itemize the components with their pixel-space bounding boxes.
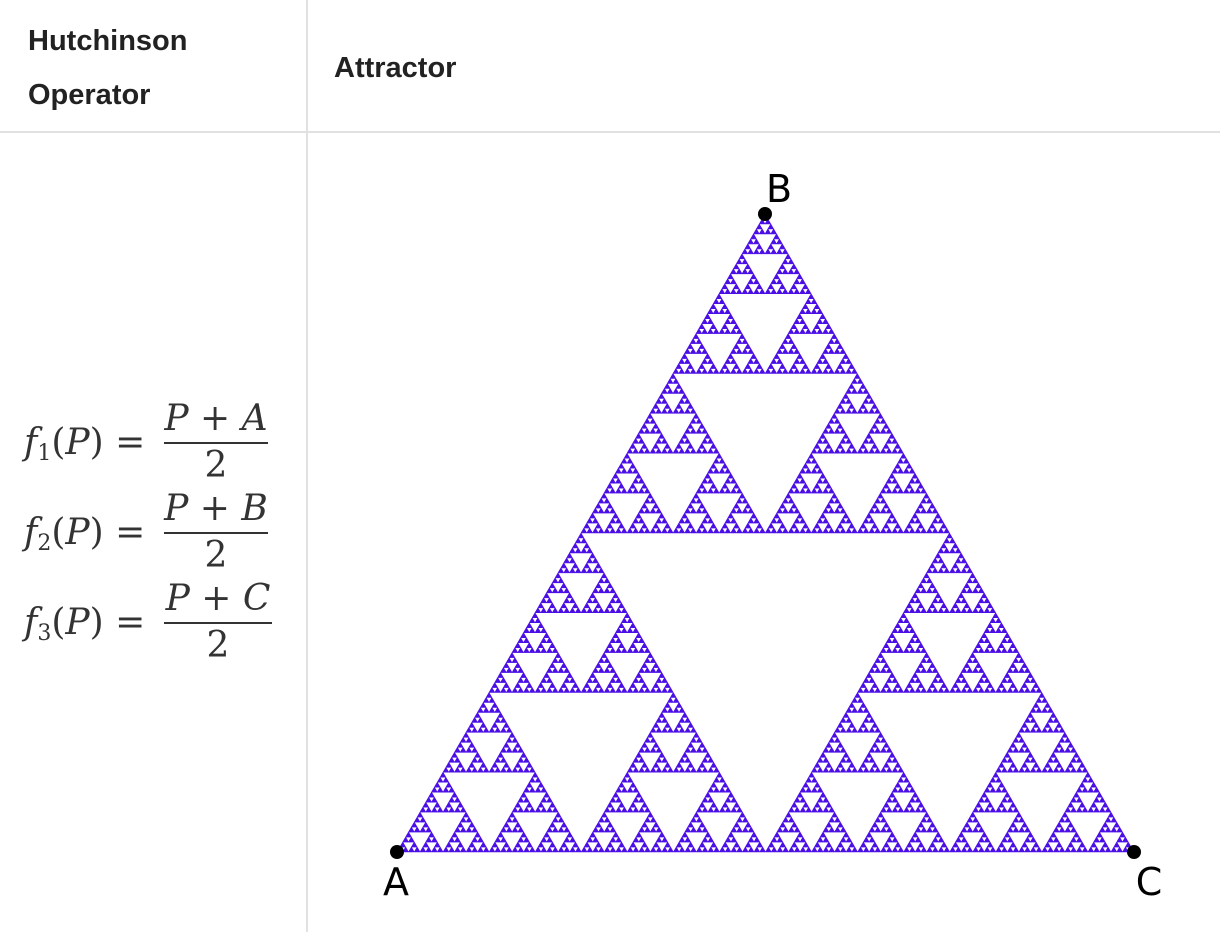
num-operator: + xyxy=(200,398,231,439)
func-subscript: 3 xyxy=(37,621,52,646)
fraction-bar xyxy=(164,622,272,624)
denominator: 2 xyxy=(206,625,230,666)
vertex-label-a: A xyxy=(383,860,409,904)
header-attractor: Attractor xyxy=(334,52,457,84)
vertex-point-b xyxy=(758,207,772,221)
func-subscript: 2 xyxy=(37,531,52,556)
num-right: B xyxy=(241,488,268,529)
num-right: C xyxy=(242,578,271,619)
func-name: f xyxy=(24,602,38,643)
numerator: P + B xyxy=(164,488,268,530)
column-divider xyxy=(306,0,308,932)
vertex-point-c xyxy=(1127,845,1141,859)
header-hutchinson-operator: Hutchinson Operator xyxy=(28,25,188,111)
num-left: P xyxy=(165,578,190,619)
fraction: P + A 2 xyxy=(164,398,268,486)
equation-lhs: f3(P) = xyxy=(24,602,146,646)
func-name: f xyxy=(24,512,38,553)
sierpinski-attractor-diagram: A B C xyxy=(383,167,1163,904)
equation-lhs: f2(P) = xyxy=(24,512,146,556)
denominator: 2 xyxy=(204,535,228,576)
denominator: 2 xyxy=(204,445,228,486)
equation-lhs: f1(P) = xyxy=(24,422,146,466)
fraction: P + C 2 xyxy=(164,578,272,666)
func-arg: P xyxy=(65,602,90,643)
num-operator: + xyxy=(199,488,230,529)
vertex-label-c: C xyxy=(1136,860,1163,904)
func-arg: P xyxy=(65,422,90,463)
fraction-bar xyxy=(164,442,268,444)
num-left: P xyxy=(164,398,189,439)
numerator: P + A xyxy=(164,398,268,440)
num-right: A xyxy=(241,398,268,439)
fraction-bar xyxy=(164,532,268,534)
func-name: f xyxy=(24,422,38,463)
sierpinski-triangle xyxy=(396,213,1135,853)
vertex-point-a xyxy=(390,845,404,859)
func-subscript: 1 xyxy=(37,441,52,466)
num-left: P xyxy=(164,488,189,529)
num-operator: + xyxy=(201,578,232,619)
fraction: P + B 2 xyxy=(164,488,268,576)
func-arg: P xyxy=(65,512,90,553)
sierpinski-fill-path xyxy=(396,213,1135,853)
numerator: P + C xyxy=(164,578,272,620)
vertex-label-b: B xyxy=(766,167,792,211)
header-divider xyxy=(0,131,1220,133)
